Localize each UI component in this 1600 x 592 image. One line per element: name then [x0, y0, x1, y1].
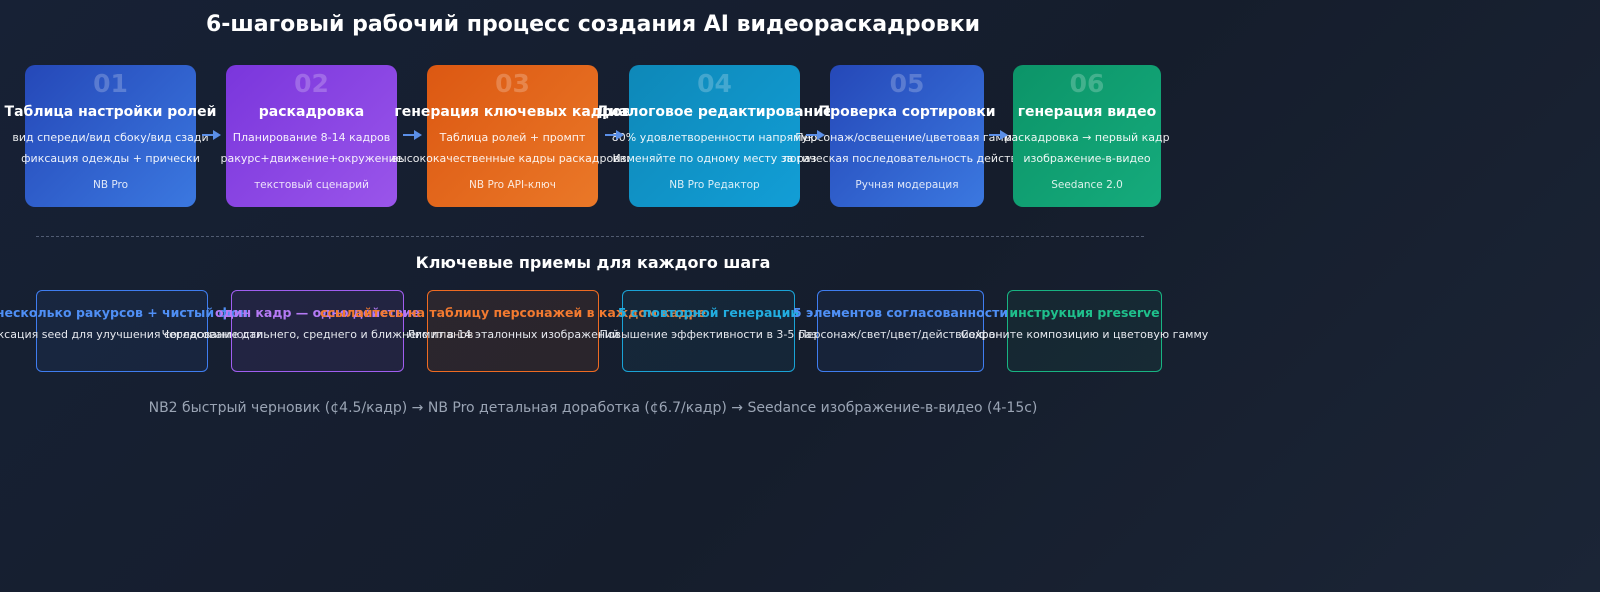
step-detail: фиксация одежды + прически [21, 152, 200, 165]
step-detail: Таблица ролей + промпт [439, 131, 586, 144]
step-number: 06 [1069, 69, 1105, 98]
tip-name: инструкция preserve [1009, 305, 1160, 320]
tip-card-1: несколько ракурсов + чистый фон Фиксация… [0, 290, 263, 372]
arrow-right-icon [806, 130, 825, 140]
step-card-5: 05 Проверка сортировки Персонаж/освещени… [783, 65, 1031, 207]
step-card-4: 04 Диалоговое редактирование 80% удовлет… [597, 65, 833, 207]
step-name: Таблица настройки ролей [4, 104, 217, 120]
step-name: Диалоговое редактирование [596, 104, 833, 120]
step-tool: NB Pro Редактор [669, 179, 760, 191]
step-detail: Персонаж/освещение/цветовая гамма [795, 131, 1019, 144]
step-detail: раскадровка → первый кадр [1004, 131, 1170, 144]
step-tool: NB Pro API-ключ [469, 179, 556, 191]
arrow-right-icon [989, 130, 1008, 140]
step-number: 03 [495, 69, 530, 98]
step-number: 04 [697, 69, 732, 98]
arrow-right-icon [403, 130, 422, 140]
tip-card-4: 5 с повторной генерации Повышение эффект… [600, 290, 817, 372]
step-card-1: 01 Таблица настройки ролей вид спереди/в… [5, 65, 216, 207]
step-name: раскадровка [258, 104, 365, 120]
tip-description: Персонаж/свет/цвет/действие/фон [798, 328, 1003, 341]
step-detail: Изменяйте по одному месту за раз [612, 152, 817, 165]
step-detail: высококачественные кадры раскадровки [391, 152, 634, 165]
tip-card-3: ссылайтесь на таблицу персонажей в каждо… [320, 290, 706, 372]
step-tool: Ручная модерация [855, 179, 959, 191]
tip-description: Сохраните композицию и цветовую гамму [960, 328, 1209, 341]
step-name: генерация видео [1017, 104, 1157, 120]
tip-name: один кадр — одно действие [215, 305, 420, 320]
step-number: 02 [294, 69, 329, 98]
tip-name: 5 элементов согласованности [792, 305, 1009, 320]
step-detail: логическая последовательность действий [782, 152, 1032, 165]
tip-card-6: инструкция preserve Сохраните композицию… [961, 290, 1208, 372]
step-detail: изображение-в-видео [1023, 152, 1151, 165]
tip-description: Лимит в 14 эталонных изображений [406, 328, 620, 341]
step-name: Проверка сортировки [818, 104, 996, 120]
step-tool: Seedance 2.0 [1051, 179, 1123, 191]
step-detail: ракурс+движение+окружение [220, 152, 403, 165]
step-detail: 80% удовлетворенности напрямую [611, 131, 818, 144]
arrow-right-icon [605, 130, 624, 140]
arrow-right-icon [202, 130, 221, 140]
tips-heading: Ключевые приемы для каждого шага [415, 253, 771, 272]
dashed-divider [36, 236, 1144, 237]
step-tool: текстовый сценарий [254, 179, 369, 191]
step-number: 01 [93, 69, 128, 98]
step-name: генерация ключевых кадров [394, 104, 631, 120]
step-tool: NB Pro [92, 179, 129, 191]
tip-name: несколько ракурсов + чистый фон [0, 305, 249, 320]
pricing-footer: NB2 быстрый черновик (¢4.5/кадр) → NB Pr… [148, 400, 1038, 416]
step-card-3: 03 генерация ключевых кадров Таблица рол… [392, 65, 633, 207]
step-card-6: 06 генерация видео раскадровка → первый … [1004, 65, 1170, 207]
tip-name: 5 с повторной генерации [617, 305, 800, 320]
step-number: 05 [889, 69, 925, 98]
tip-card-5: 5 элементов согласованности Персонаж/све… [793, 290, 1008, 372]
tip-description: Чередование дальнего, среднего и ближнег… [161, 328, 474, 341]
step-detail: вид спереди/вид сбоку/вид сзади [12, 131, 209, 144]
tip-card-2: один кадр — одно действие Чередование да… [162, 290, 473, 372]
tip-description: Повышение эффективности в 3-5 раз [599, 328, 818, 341]
tip-description: Фиксация seed для улучшения согласованно… [0, 328, 264, 341]
tip-name: ссылайтесь на таблицу персонажей в каждо… [320, 305, 706, 320]
diagram-title: 6-шаговый рабочий процесс создания AI ви… [205, 12, 981, 37]
step-card-2: 02 раскадровка Планирование 8-14 кадров … [220, 65, 403, 207]
step-detail: Планирование 8-14 кадров [232, 131, 391, 144]
